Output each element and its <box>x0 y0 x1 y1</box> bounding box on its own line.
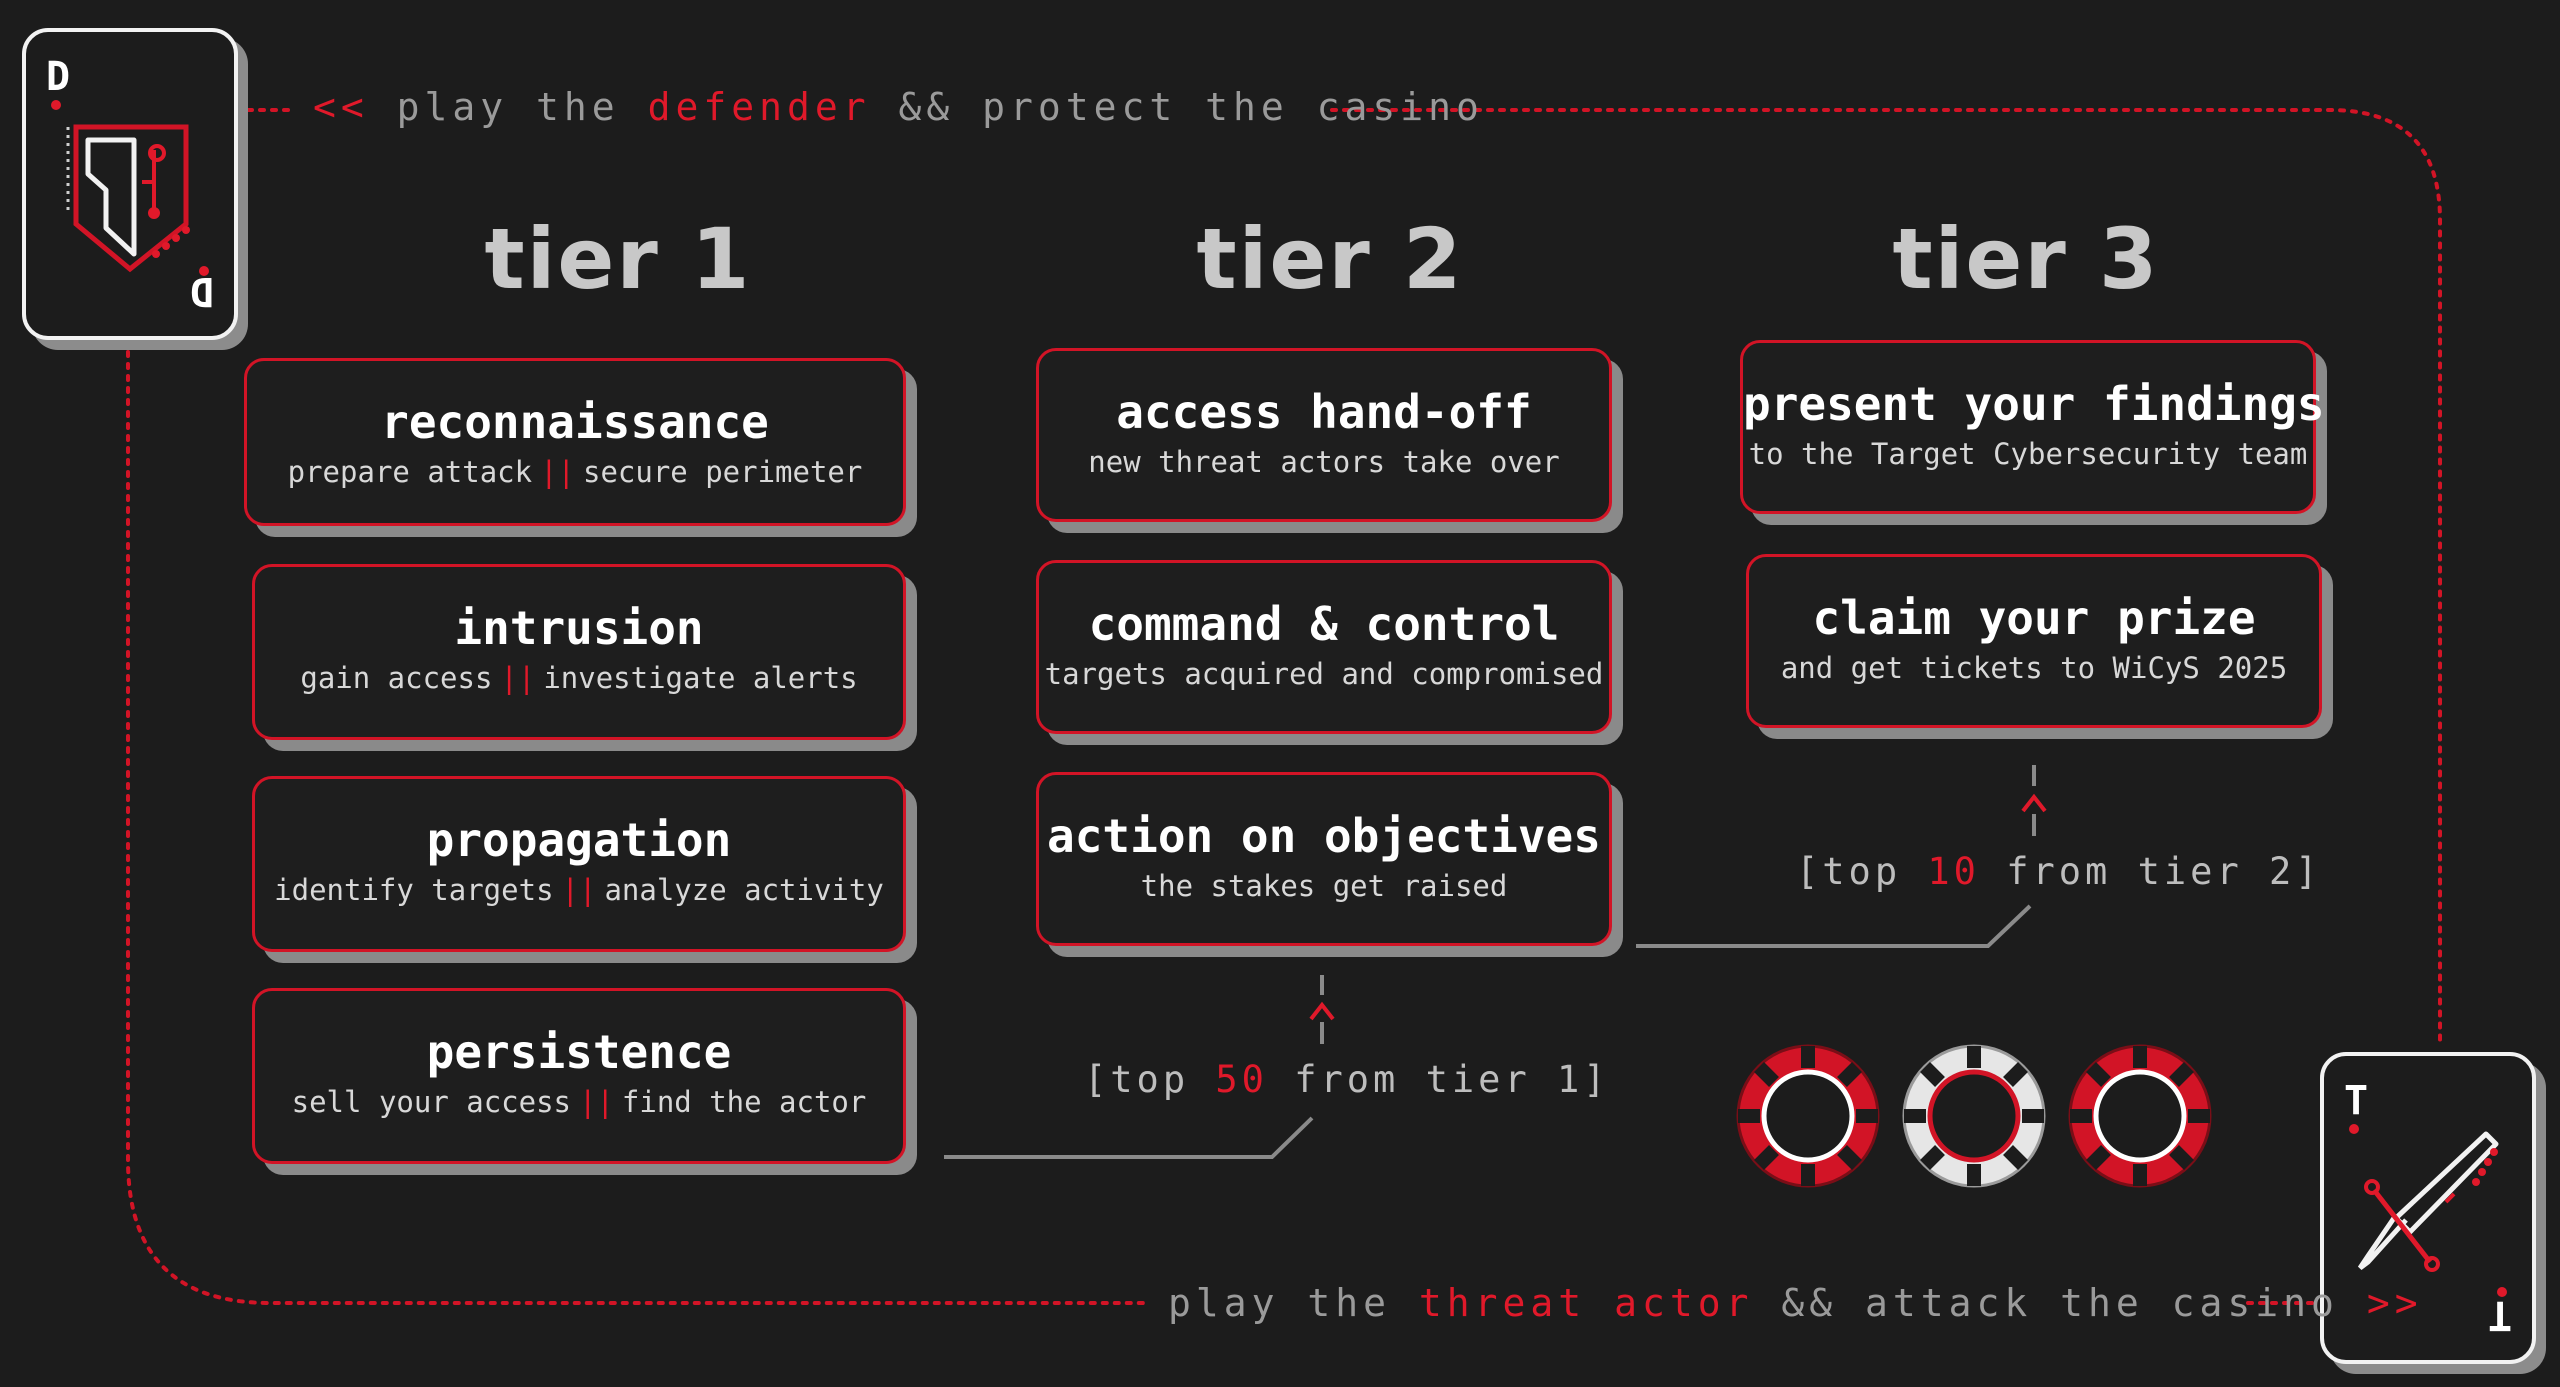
tier2-up-arrow-icon <box>1309 1001 1335 1021</box>
stage-title: claim your prize <box>1812 591 2256 645</box>
note-close: from tier 1] <box>1294 1058 1610 1101</box>
poker-chip-icon-1 <box>1736 1044 1880 1188</box>
bottom-banner-highlight: threat actor <box>1418 1281 1754 1325</box>
note-open: [top <box>1796 850 1902 893</box>
top-dotted-track <box>246 108 2442 1047</box>
top-banner-text-1: play the <box>396 85 620 129</box>
stage-present-findings: present your findings to the Target Cybe… <box>1740 340 2325 514</box>
stage-subtitle: to the Target Cybersecurity team <box>1748 437 2308 471</box>
bottom-banner-text-1: play the <box>1168 1281 1392 1325</box>
stage-sub-left: identify targets <box>274 873 554 907</box>
stage-persistence: persistence sell your access||find the a… <box>252 988 906 1164</box>
poker-chip-icon-3 <box>2068 1044 2212 1188</box>
tier-2-title: tier 2 <box>1196 210 1464 308</box>
top-banner: << play the defender && protect the casi… <box>313 85 1484 129</box>
stage-propagation: propagation identify targets||analyze ac… <box>252 776 906 952</box>
stage-title: intrusion <box>454 601 704 655</box>
stage-action-on-objectives: action on objectives the stakes get rais… <box>1036 772 1612 946</box>
stage-sub-right: secure perimeter <box>583 455 863 489</box>
bottom-banner: play the threat actor && attack the casi… <box>1168 1281 2423 1325</box>
separator-icon: || <box>579 1085 614 1119</box>
shield-icon <box>51 100 209 276</box>
left-chevrons-icon: << <box>313 85 369 129</box>
advance-note-tier-1: [top 50 from tier 1] <box>1084 1058 1610 1101</box>
tier1-connector-line <box>944 1116 1314 1159</box>
stage-access-hand-off: access hand-off new threat actors take o… <box>1036 348 1612 522</box>
note-number: 10 <box>1927 850 1980 893</box>
stage-subtitle: sell your access||find the actor <box>255 1085 903 1119</box>
stage-subtitle: gain access||investigate alerts <box>255 661 903 695</box>
stage-sub-left: sell your access <box>291 1085 571 1119</box>
tier3-up-arrow-icon <box>2021 793 2047 813</box>
stage-sub-left: prepare attack <box>287 455 533 489</box>
separator-icon: || <box>540 455 575 489</box>
stage-sub-right: analyze activity <box>604 873 884 907</box>
separator-icon: || <box>561 873 597 907</box>
stage-sub-right: find the actor <box>621 1085 867 1119</box>
bottom-banner-text-2: && attack the casino <box>1781 1281 2339 1325</box>
stage-title: present your findings <box>1743 377 2325 431</box>
stage-claim-prize: claim your prize and get tickets to WiCy… <box>1746 554 2322 728</box>
note-open: [top <box>1084 1058 1190 1101</box>
stage-title: access hand-off <box>1116 385 1532 439</box>
stage-title: propagation <box>426 813 732 867</box>
stage-subtitle: prepare attack||secure perimeter <box>247 455 903 489</box>
right-chevrons-icon: >> <box>2366 1281 2423 1325</box>
stage-title: reconnaissance <box>381 395 769 449</box>
stage-subtitle: new threat actors take over <box>1088 445 1560 479</box>
left-dotted-track <box>126 350 1150 1305</box>
defender-card: D D <box>22 28 238 340</box>
stage-reconnaissance: reconnaissance prepare attack||secure pe… <box>244 358 906 526</box>
top-banner-highlight: defender <box>647 85 871 129</box>
stage-subtitle: and get tickets to WiCyS 2025 <box>1780 651 2288 685</box>
stage-intrusion: intrusion gain access||investigate alert… <box>252 564 906 740</box>
stage-title: persistence <box>426 1025 732 1079</box>
stage-sub-right: investigate alerts <box>543 661 858 695</box>
stage-subtitle: identify targets||analyze activity <box>255 873 903 907</box>
stage-title: command & control <box>1088 597 1560 651</box>
tier2-connector-line <box>1636 904 2032 948</box>
card-corner-letter: T <box>2344 1078 2369 1124</box>
stage-title: action on objectives <box>1047 809 1601 863</box>
tier-1-title: tier 1 <box>484 210 752 308</box>
sword-icon <box>2349 1124 2507 1297</box>
poker-chip-icon-2 <box>1902 1044 2046 1188</box>
note-close: from tier 2] <box>2006 850 2322 893</box>
top-banner-text-2: && protect the casino <box>898 85 1484 129</box>
note-number: 50 <box>1215 1058 1268 1101</box>
separator-icon: || <box>500 661 536 695</box>
advance-note-tier-2: [top 10 from tier 2] <box>1796 850 2322 893</box>
tier-3-title: tier 3 <box>1892 210 2160 308</box>
stage-command-and-control: command & control targets acquired and c… <box>1036 560 1612 734</box>
stage-subtitle: the stakes get raised <box>1140 869 1508 903</box>
stage-subtitle: targets acquired and compromised <box>1044 657 1604 691</box>
threat-actor-card: T T <box>2320 1052 2536 1364</box>
stage-sub-left: gain access <box>300 661 493 695</box>
card-corner-letter: D <box>46 54 71 100</box>
